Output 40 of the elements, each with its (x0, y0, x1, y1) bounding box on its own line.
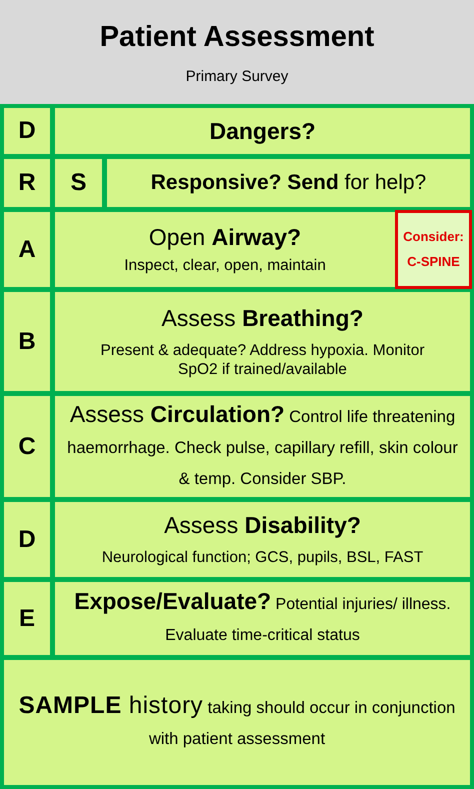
step-text: SAMPLE history taking should occur in conjunction with patient assessment (18, 691, 456, 750)
step-heading: Responsive? Send for help? (150, 170, 426, 196)
note-cell (4, 660, 470, 785)
letter-cell (55, 159, 102, 207)
step-cell (55, 108, 470, 154)
step-letter: A (18, 234, 36, 264)
step-detail: Present & adequate? Address hypoxia. Monitor SpO2 if trained/available (100, 340, 426, 380)
step-text: Assess Circulation? Control life threatening haemorrhage. Check pulse, capillary refill, skin colour & temp. Consider SBP. (66, 400, 459, 490)
step-cell (55, 212, 395, 287)
step-detail: Inspect, clear, open, maintain (124, 256, 326, 276)
letter-cell (4, 396, 50, 497)
step-letter: C (18, 432, 36, 462)
step-text: Expose/Evaluate? Potential injuries/ illness. Evaluate time-critical status (73, 587, 452, 646)
step-cell (55, 292, 470, 391)
letter-cell (4, 108, 50, 154)
step-letter: D (18, 116, 36, 146)
step-heading: Assess Disability? (164, 511, 361, 540)
step-letter: S (70, 168, 86, 198)
letter-cell (4, 292, 50, 391)
step-heading: Assess Breathing? (162, 304, 364, 332)
step-cell (55, 396, 470, 497)
step-cell (55, 502, 470, 577)
step-cell (55, 582, 470, 655)
step-detail: Neurological function; GCS, pupils, BSL, FAST (102, 548, 424, 568)
step-letter: R (18, 168, 36, 198)
letter-cell (4, 582, 50, 655)
warning-box (395, 210, 472, 289)
step-heading: Consider: (403, 229, 464, 246)
step-heading: Dangers? (209, 116, 316, 146)
step-letter: E (18, 604, 35, 634)
letter-cell (4, 212, 50, 287)
letter-cell (4, 159, 50, 207)
step-cell (107, 159, 470, 207)
letter-cell (4, 502, 50, 577)
title: Patient Assessment (98, 20, 376, 55)
step-heading: Open Airway? (148, 223, 302, 252)
step-detail: C-SPINE (407, 254, 460, 270)
subtitle: Primary Survey (184, 67, 290, 87)
step-letter: B (18, 326, 36, 356)
step-letter: D (18, 524, 36, 554)
